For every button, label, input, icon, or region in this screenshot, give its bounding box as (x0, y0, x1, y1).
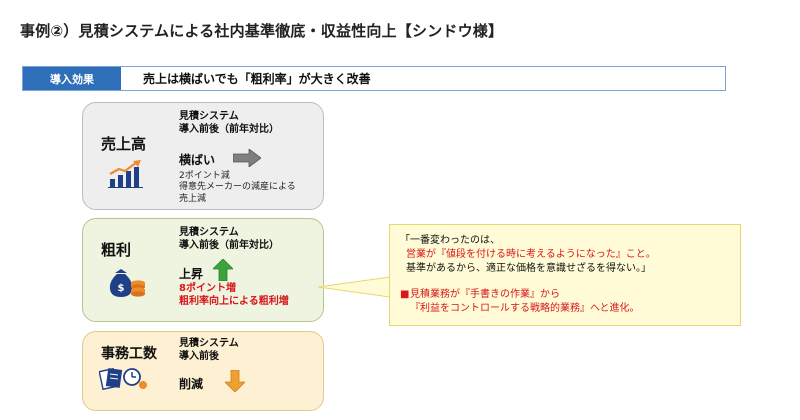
gross-profit-card: 粗利 $ 見積システム 導入前後（前年対比） 上昇 8ポイント増 粗利率向上によ… (82, 218, 324, 322)
arrow-down-icon (224, 369, 246, 396)
quote-line-5: 『利益をコントロールする戦略的業務』へと進化。 (410, 303, 640, 314)
office-label: 事務工数 (101, 346, 157, 362)
callout-pointer (317, 276, 392, 302)
sales-note-3: 売上減 (179, 194, 207, 204)
sales-status: 横ばい (179, 153, 216, 167)
sales-card: 売上高 見積システム 導入前後（前年対比） 横ばい 2ポイント減 得意先メーカー… (82, 102, 324, 210)
sales-note-1: 2ポイント減 (179, 171, 230, 181)
effect-banner: 導入効果 売上は横ばいでも「粗利率」が大きく改善 (22, 66, 726, 91)
customer-quote-box: 「一番変わったのは、 営業が『値段を付ける時に考えるようになった』こと。 基準が… (389, 224, 741, 326)
office-heading-2: 導入前後 (179, 351, 219, 362)
quote-line-4: 見積業務が『手書きの作業』から (410, 289, 560, 300)
gross-note-1: 8ポイント増 (179, 283, 236, 294)
gross-heading-2: 導入前後（前年対比） (179, 240, 279, 251)
effect-tag: 導入効果 (23, 67, 121, 90)
page-title: 事例②）見積システムによる社内基準徹底・収益性向上【シンドウ様】 (20, 22, 504, 40)
arrow-right-icon (232, 148, 262, 171)
gross-label: 粗利 (101, 241, 132, 259)
sales-heading-2: 導入前後（前年対比） (179, 124, 279, 135)
quote-line-1: 「一番変わったのは、 (400, 235, 500, 246)
quote-line-2: 営業が『値段を付ける時に考えるようになった』こと。 (406, 249, 656, 260)
office-heading-1: 見積システム (179, 338, 239, 349)
gross-heading-1: 見積システム (179, 227, 239, 238)
office-status: 削減 (179, 377, 204, 391)
effect-summary: 売上は横ばいでも「粗利率」が大きく改善 (143, 72, 371, 86)
bar-chart-up-icon (107, 159, 147, 193)
arrow-up-icon (212, 258, 234, 285)
sales-heading-1: 見積システム (179, 111, 239, 122)
money-bag-icon: $ (107, 267, 147, 303)
sales-note-2: 得意先メーカーの減産による (179, 182, 296, 192)
paperwork-icon (98, 366, 147, 394)
quote-line-3: 基準があるから、適正な価格を意識せざるを得ない。」 (406, 263, 651, 274)
bullet-icon: ■ (400, 289, 410, 300)
sales-label: 売上高 (101, 135, 147, 153)
svg-text:$: $ (118, 283, 125, 294)
office-work-card: 事務工数 見積システム 導入前後 削減 (82, 331, 324, 411)
gross-status: 上昇 (179, 267, 204, 281)
gross-note-2: 粗利率向上による粗利増 (179, 296, 289, 307)
